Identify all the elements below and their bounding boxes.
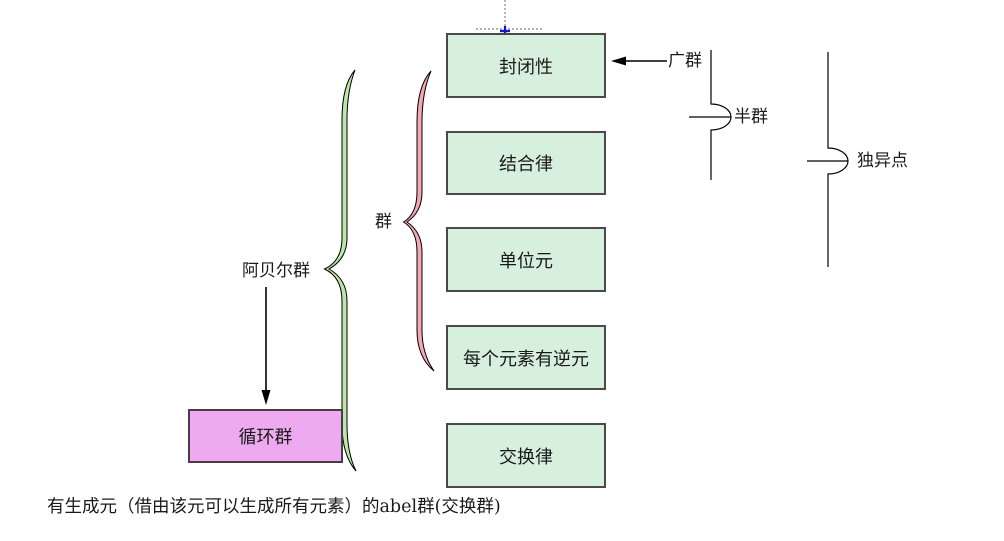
property-box-label: 交换律 bbox=[499, 446, 553, 468]
cyclic-group-box[interactable]: 循环群 bbox=[188, 409, 343, 463]
group-brace[interactable] bbox=[402, 70, 435, 372]
property-box-label: 单位元 bbox=[499, 250, 553, 272]
property-box-associativity[interactable]: 结合律 bbox=[446, 131, 606, 195]
abelian-to-cyclic-arrow[interactable] bbox=[261, 287, 271, 405]
abelian-group-label[interactable]: 阿贝尔群 bbox=[242, 261, 310, 281]
property-box-closure[interactable]: 封闭性 bbox=[446, 33, 606, 98]
monoid-label[interactable]: 独异点 bbox=[857, 151, 908, 171]
cyclic-group-footnote: 有生成元（借由该元可以生成所有元素）的abel群(交换群) bbox=[47, 497, 501, 517]
magma-arrow[interactable] bbox=[611, 56, 667, 66]
semigroup-label[interactable]: 半群 bbox=[734, 107, 768, 127]
property-box-label: 封闭性 bbox=[499, 56, 553, 78]
property-box-identity[interactable]: 单位元 bbox=[446, 227, 606, 292]
property-box-label: 每个元素有逆元 bbox=[463, 348, 589, 370]
magma-label[interactable]: 广群 bbox=[668, 51, 702, 71]
property-box-label: 结合律 bbox=[499, 154, 553, 175]
property-box-commutativity[interactable]: 交换律 bbox=[446, 423, 606, 488]
group-label[interactable]: 群 bbox=[375, 212, 392, 232]
property-box-inverses[interactable]: 每个元素有逆元 bbox=[446, 325, 606, 390]
cyclic-group-label: 循环群 bbox=[238, 427, 293, 448]
monoid-bracket[interactable] bbox=[807, 52, 849, 267]
